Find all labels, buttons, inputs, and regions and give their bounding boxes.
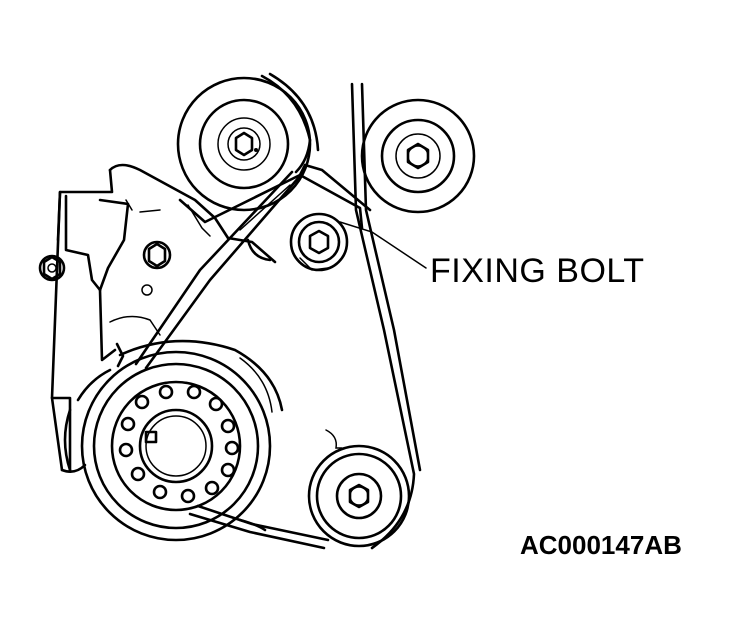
bracket-bolt [141, 240, 172, 296]
tensioner-pulley [307, 429, 411, 548]
crankshaft-bolt-holes [118, 384, 240, 504]
fixing-bolt-label: FIXING BOLT [430, 252, 645, 290]
upper-idler-pulley [176, 76, 312, 212]
figure-code: AC000147AB [520, 530, 682, 560]
fixing-bolt-leader-line [339, 221, 427, 269]
upper-right-pulley [360, 98, 476, 214]
fixing-bolt [289, 212, 349, 272]
left-bolt [38, 254, 66, 282]
crankshaft-pulley [63, 339, 284, 542]
drive-belt [134, 72, 422, 550]
